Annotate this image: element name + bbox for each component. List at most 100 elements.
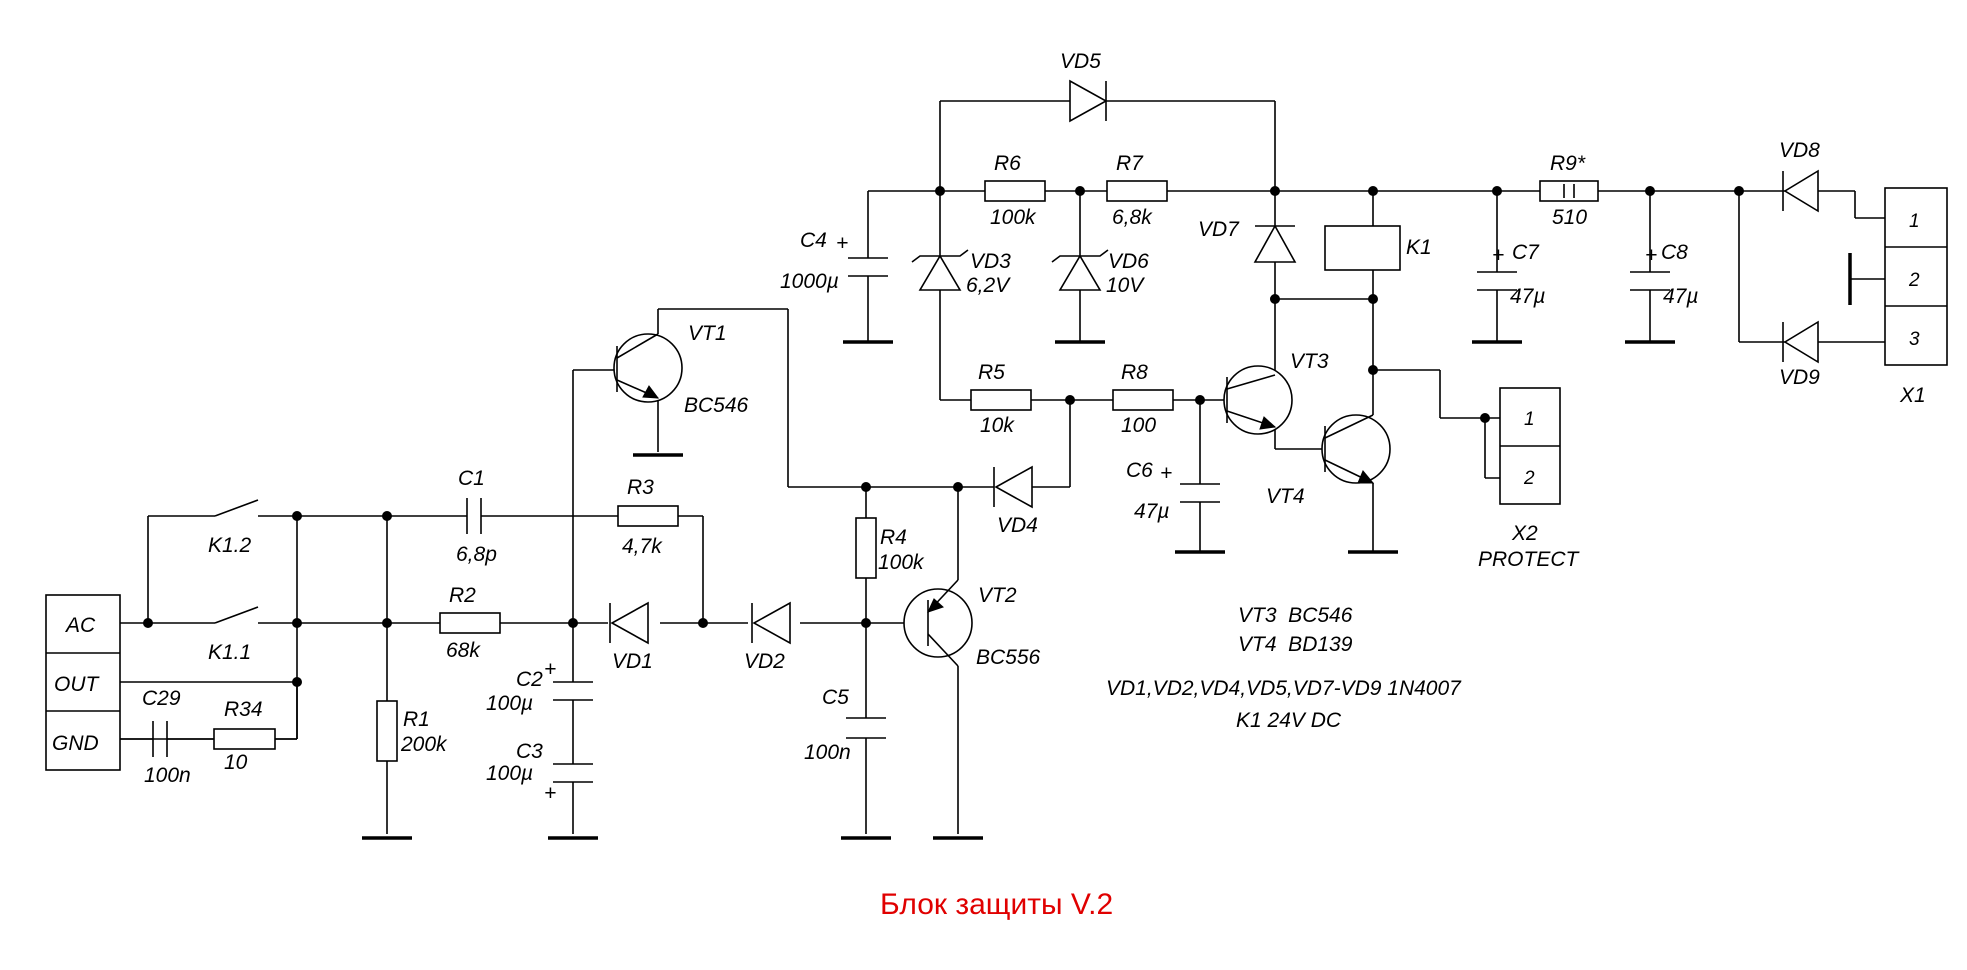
ground-symbols bbox=[362, 340, 1675, 840]
r34-value: 10 bbox=[224, 751, 248, 774]
r1-label: R1 bbox=[403, 708, 430, 731]
diode-vd5: VD5 bbox=[1060, 50, 1108, 123]
c29-value: 100n bbox=[144, 764, 191, 787]
c7-value: 47µ bbox=[1510, 285, 1545, 308]
vd9-label: VD9 bbox=[1779, 366, 1820, 389]
r9-label: R9* bbox=[1550, 152, 1586, 175]
c5-value: 100n bbox=[804, 741, 851, 764]
vd2-label: VD2 bbox=[744, 650, 785, 673]
diode-vd2: VD2 bbox=[744, 601, 791, 673]
zener-vd6: VD6 10V bbox=[1051, 249, 1149, 297]
vt4-label: VT4 bbox=[1266, 485, 1305, 508]
resistor-r34: R34 10 bbox=[213, 698, 276, 774]
r4-label: R4 bbox=[880, 526, 907, 549]
resistor-r5: R5 10k bbox=[970, 361, 1032, 437]
x1-label: X1 bbox=[1899, 384, 1926, 407]
note-diodes: VD1,VD2,VD4,VD5,VD7-VD9 1N4007 bbox=[1106, 677, 1462, 700]
c29-label: C29 bbox=[142, 687, 181, 710]
vd6-label: VD6 bbox=[1108, 250, 1149, 273]
r8-label: R8 bbox=[1121, 361, 1148, 384]
note-vt3: VT3 BC546 bbox=[1238, 604, 1353, 627]
c6-plus: + bbox=[1160, 462, 1172, 485]
vt1-model: BC546 bbox=[684, 394, 749, 417]
c2-value: 100µ bbox=[486, 692, 533, 715]
c4-value: 1000µ bbox=[780, 270, 839, 293]
pin-label-gnd: GND bbox=[52, 732, 99, 755]
vt1-label: VT1 bbox=[688, 322, 727, 345]
capacitor-c4: + C4 1000µ bbox=[780, 229, 888, 293]
vd4-label: VD4 bbox=[997, 514, 1038, 537]
k1-2-label: K1.2 bbox=[208, 534, 252, 557]
c5-label: C5 bbox=[822, 686, 849, 709]
c1-value: 6,8p bbox=[456, 543, 497, 566]
diode-vd9: VD9 bbox=[1779, 320, 1820, 389]
capacitor-c8: + C8 47µ bbox=[1630, 241, 1698, 308]
c7-label: C7 bbox=[1512, 241, 1540, 264]
transistor-vt3: VT3 bbox=[1223, 350, 1329, 435]
relay-contact-k1-2: K1.2 bbox=[208, 499, 259, 557]
x2-sub-label: PROTECT bbox=[1478, 548, 1581, 571]
vd1-label: VD1 bbox=[612, 650, 653, 673]
x2-pin-2: 2 bbox=[1523, 468, 1535, 489]
diode-vd1: VD1 bbox=[609, 601, 653, 673]
r1-value: 200k bbox=[400, 733, 448, 756]
note-vt4: VT4 BD139 bbox=[1238, 633, 1353, 656]
capacitor-c6: + C6 47µ bbox=[1126, 459, 1220, 523]
x1-pin-1: 1 bbox=[1909, 211, 1920, 232]
diode-vd8: VD8 bbox=[1779, 139, 1820, 213]
pin-label-out: OUT bbox=[54, 673, 101, 696]
capacitor-c3: + C3 100µ bbox=[486, 740, 593, 805]
vt2-label: VT2 bbox=[978, 584, 1017, 607]
r4-value: 100k bbox=[878, 551, 925, 574]
resistor-r3: R3 4,7k bbox=[617, 476, 679, 558]
capacitor-c29: C29 100n bbox=[142, 687, 191, 787]
resistor-r7: R7 6,8k bbox=[1106, 152, 1168, 229]
vd3-label: VD3 bbox=[970, 250, 1011, 273]
x2-pin-1: 1 bbox=[1524, 409, 1535, 430]
x1-pin-2: 2 bbox=[1908, 270, 1920, 291]
c8-plus: + bbox=[1645, 244, 1657, 267]
r8-value: 100 bbox=[1121, 414, 1156, 437]
vd7-label: VD7 bbox=[1198, 218, 1240, 241]
r2-value: 68k bbox=[446, 639, 481, 662]
zener-vd3: VD3 6,2V bbox=[911, 249, 1011, 297]
transistor-vt2: VT2 BC556 bbox=[903, 579, 1041, 669]
transistor-vt1: VT1 BC546 bbox=[613, 309, 749, 417]
relay-contact-k1-1: K1.1 bbox=[208, 606, 259, 664]
x1-pin-3: 3 bbox=[1909, 329, 1920, 350]
c1-label: C1 bbox=[458, 467, 485, 490]
diode-vd4: VD4 bbox=[993, 465, 1038, 537]
r5-label: R5 bbox=[978, 361, 1005, 384]
c2-plus: + bbox=[544, 658, 556, 681]
k1-1-label: K1.1 bbox=[208, 641, 251, 664]
r7-value: 6,8k bbox=[1112, 206, 1153, 229]
r3-value: 4,7k bbox=[622, 535, 663, 558]
x2-label: X2 bbox=[1511, 522, 1538, 545]
capacitor-c5: C5 100n bbox=[804, 686, 886, 764]
c7-plus: + bbox=[1492, 244, 1504, 267]
resistor-r2: R2 68k bbox=[439, 584, 501, 662]
capacitor-c2: + C2 100µ bbox=[486, 658, 593, 715]
c2-label: C2 bbox=[516, 668, 543, 691]
connector-x1: 1 2 3 X1 bbox=[1884, 187, 1948, 407]
vt2-model: BC556 bbox=[976, 646, 1041, 669]
capacitor-c7: + C7 47µ bbox=[1477, 241, 1545, 308]
r6-label: R6 bbox=[994, 152, 1021, 175]
r5-value: 10k bbox=[980, 414, 1015, 437]
resistor-r9: R9* 510 bbox=[1539, 152, 1599, 229]
r2-label: R2 bbox=[449, 584, 476, 607]
relay-coil-k1: K1 bbox=[1324, 225, 1432, 271]
resistor-r6: R6 100k bbox=[984, 152, 1046, 229]
c4-plus: + bbox=[836, 232, 848, 255]
r7-label: R7 bbox=[1116, 152, 1144, 175]
note-relay: K1 24V DC bbox=[1236, 709, 1342, 732]
c8-value: 47µ bbox=[1663, 285, 1698, 308]
r6-value: 100k bbox=[990, 206, 1037, 229]
c4-label: C4 bbox=[800, 229, 827, 252]
vd3-value: 6,2V bbox=[966, 274, 1011, 297]
r3-label: R3 bbox=[627, 476, 654, 499]
junction-dots bbox=[143, 186, 1744, 687]
c3-plus: + bbox=[544, 782, 556, 805]
capacitor-c1: C1 6,8p bbox=[456, 467, 497, 566]
